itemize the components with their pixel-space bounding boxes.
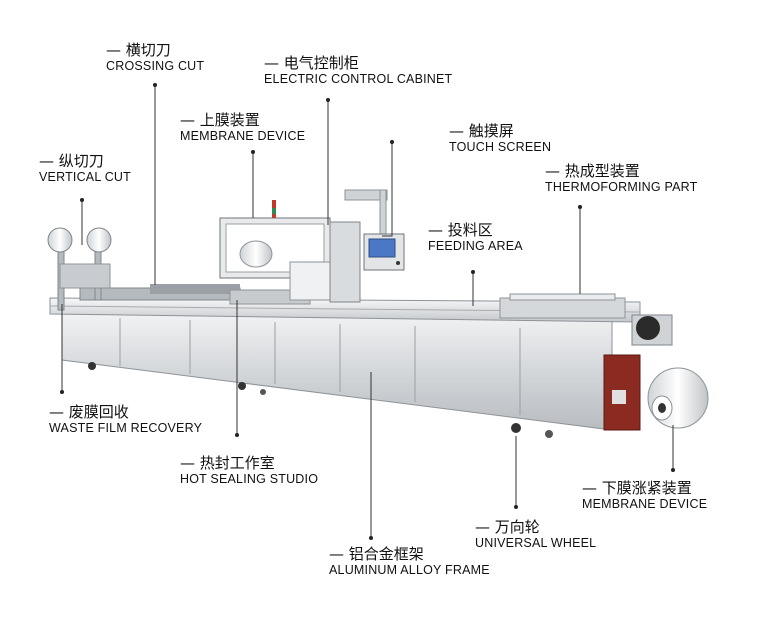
label-universal-wheel: — 万向轮 UNIVERSAL WHEEL <box>475 518 597 551</box>
label-waste-film: — 废膜回收 WASTE FILM RECOVERY <box>49 403 203 436</box>
label-waste-film-en: WASTE FILM RECOVERY <box>49 421 203 436</box>
label-hot-sealing-en: HOT SEALING STUDIO <box>180 472 319 487</box>
universal-wheels <box>88 362 553 438</box>
label-touch-screen-en: TOUCH SCREEN <box>449 140 552 155</box>
label-thermoforming-en: THERMOFORMING PART <box>545 180 698 195</box>
label-hot-sealing: — 热封工作室 HOT SEALING STUDIO <box>180 454 319 487</box>
lower-membrane-tension <box>603 314 709 431</box>
label-membrane-device-top-en: MEMBRANE DEVICE <box>180 129 306 144</box>
feeding-conveyor <box>79 284 626 319</box>
label-membrane-tension-cn: — 下膜涨紧装置 <box>582 479 692 497</box>
label-universal-wheel-en: UNIVERSAL WHEEL <box>475 536 597 551</box>
label-membrane-tension: — 下膜涨紧装置 MEMBRANE DEVICE <box>582 479 708 512</box>
label-universal-wheel-cn: — 万向轮 <box>475 518 540 536</box>
label-vertical-cut-cn: — 纵切刀 <box>39 152 104 170</box>
leader-lines <box>61 85 674 538</box>
label-aluminum-frame-en: ALUMINUM ALLOY FRAME <box>329 563 490 578</box>
label-thermoforming-cn: — 热成型装置 <box>545 162 640 180</box>
label-electric-cabinet: — 电气控制柜 ELECTRIC CONTROL CABINET <box>264 54 453 87</box>
label-feeding-area-cn: — 投料区 <box>428 221 493 239</box>
label-feeding-area: — 投料区 FEEDING AREA <box>428 221 523 254</box>
leader-dots <box>60 83 675 540</box>
label-thermoforming: — 热成型装置 THERMOFORMING PART <box>545 162 698 195</box>
label-vertical-cut-en: VERTICAL CUT <box>39 170 131 185</box>
label-vertical-cut: — 纵切刀 VERTICAL CUT <box>39 152 131 185</box>
vertical-cut-rollers <box>47 227 112 311</box>
label-touch-screen-cn: — 触摸屏 <box>449 122 514 140</box>
label-touch-screen: — 触摸屏 TOUCH SCREEN <box>449 122 552 155</box>
label-electric-cabinet-en: ELECTRIC CONTROL CABINET <box>264 72 453 87</box>
label-waste-film-cn: — 废膜回收 <box>49 403 129 421</box>
label-feeding-area-en: FEEDING AREA <box>428 239 523 254</box>
label-electric-cabinet-cn: — 电气控制柜 <box>264 54 359 72</box>
label-membrane-tension-en: MEMBRANE DEVICE <box>582 497 708 512</box>
label-crossing-cut-en: CROSSING CUT <box>106 59 205 74</box>
label-hot-sealing-cn: — 热封工作室 <box>180 454 275 472</box>
machine-frame <box>49 297 641 431</box>
label-membrane-device-top-cn: — 上膜装置 <box>180 111 260 129</box>
electric-cabinet <box>329 189 388 303</box>
label-aluminum-frame: — 铝合金框架 ALUMINUM ALLOY FRAME <box>329 545 490 578</box>
upper-membrane-device <box>219 200 341 301</box>
label-crossing-cut: — 横切刀 CROSSING CUT <box>106 41 205 74</box>
label-membrane-device-top: — 上膜装置 MEMBRANE DEVICE <box>180 111 306 144</box>
touch-screen-unit <box>363 233 405 271</box>
label-crossing-cut-cn: — 横切刀 <box>106 41 171 59</box>
label-aluminum-frame-cn: — 铝合金框架 <box>329 545 424 563</box>
